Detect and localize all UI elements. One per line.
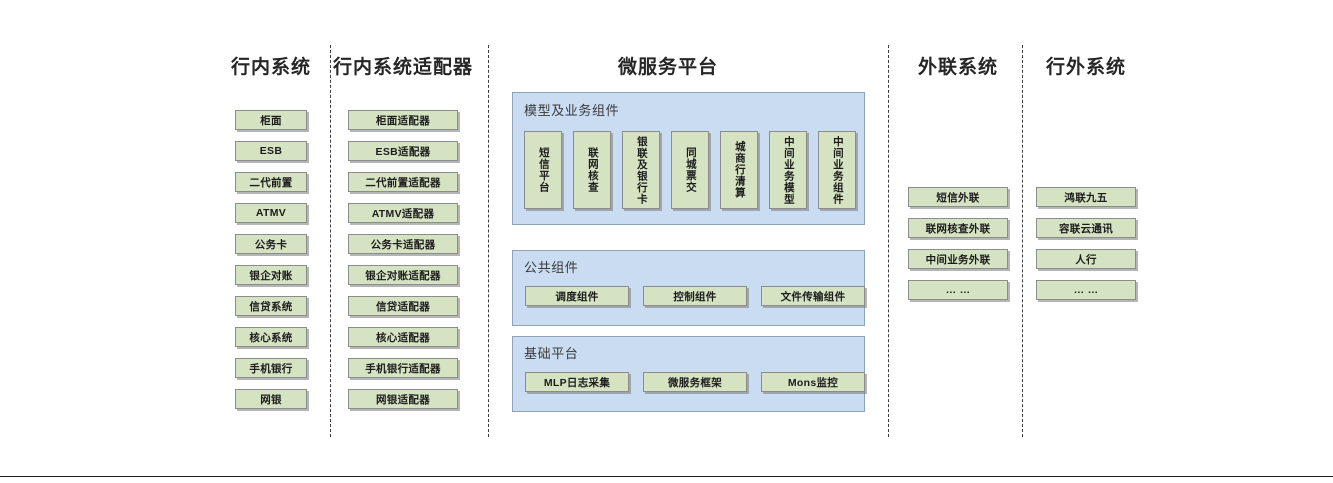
node-in-bank-systems-6[interactable]: 信贷系统 [235, 296, 307, 316]
node-in-bank-systems-2[interactable]: 二代前置 [235, 172, 307, 192]
node-public-components-1[interactable]: 控制组件 [643, 286, 747, 306]
column-title-in-bank-adapters: 行内系统适配器 [332, 57, 473, 78]
column-title-in-bank-systems: 行内系统 [230, 57, 311, 78]
bottom-divider [0, 476, 1333, 477]
node-base-platform-2[interactable]: Mons监控 [761, 372, 865, 392]
node-in-bank-adapters-6[interactable]: 信贷适配器 [348, 296, 458, 316]
node-model-business-components-1[interactable]: 联网核查 [573, 131, 611, 209]
node-model-business-components-3[interactable]: 同城票交 [671, 131, 709, 209]
node-external-link-systems-2[interactable]: 中间业务外联 [908, 249, 1008, 269]
node-in-bank-adapters-2[interactable]: 二代前置适配器 [348, 172, 458, 192]
column-divider-1 [330, 45, 331, 437]
node-in-bank-adapters-3[interactable]: ATMV适配器 [348, 203, 458, 223]
node-model-business-components-0[interactable]: 短信平台 [524, 131, 562, 209]
node-in-bank-systems-4[interactable]: 公务卡 [235, 234, 307, 254]
node-in-bank-systems-1[interactable]: ESB [235, 141, 307, 161]
node-in-bank-systems-0[interactable]: 柜面 [235, 110, 307, 130]
node-in-bank-systems-5[interactable]: 银企对账 [235, 265, 307, 285]
column-title-external-link-systems: 外联系统 [917, 57, 998, 78]
column-divider-2 [488, 45, 489, 437]
node-in-bank-adapters-1[interactable]: ESB适配器 [348, 141, 458, 161]
node-model-business-components-6[interactable]: 中间业务组件 [818, 131, 856, 209]
node-off-bank-systems-3[interactable]: … … [1036, 280, 1136, 300]
node-public-components-0[interactable]: 调度组件 [525, 286, 629, 306]
node-model-business-components-2[interactable]: 银联及银行卡 [622, 131, 660, 209]
node-in-bank-systems-3[interactable]: ATMV [235, 203, 307, 223]
node-external-link-systems-1[interactable]: 联网核查外联 [908, 218, 1008, 238]
panel-title-public-components: 公共组件 [524, 260, 579, 275]
node-in-bank-adapters-4[interactable]: 公务卡适配器 [348, 234, 458, 254]
node-in-bank-adapters-9[interactable]: 网银适配器 [348, 389, 458, 409]
node-external-link-systems-0[interactable]: 短信外联 [908, 187, 1008, 207]
node-off-bank-systems-2[interactable]: 人行 [1036, 249, 1136, 269]
node-model-business-components-4[interactable]: 城商行清算 [720, 131, 758, 209]
node-in-bank-adapters-8[interactable]: 手机银行适配器 [348, 358, 458, 378]
node-in-bank-systems-9[interactable]: 网银 [235, 389, 307, 409]
node-public-components-2[interactable]: 文件传输组件 [761, 286, 865, 306]
node-model-business-components-5[interactable]: 中间业务模型 [769, 131, 807, 209]
column-title-microservice-platform: 微服务平台 [617, 57, 718, 78]
column-title-off-bank-systems: 行外系统 [1045, 57, 1126, 78]
node-in-bank-systems-8[interactable]: 手机银行 [235, 358, 307, 378]
node-in-bank-adapters-5[interactable]: 银企对账适配器 [348, 265, 458, 285]
panel-title-base-platform: 基础平台 [524, 346, 579, 361]
node-base-platform-1[interactable]: 微服务框架 [643, 372, 747, 392]
node-in-bank-adapters-0[interactable]: 柜面适配器 [348, 110, 458, 130]
node-external-link-systems-3[interactable]: … … [908, 280, 1008, 300]
node-base-platform-0[interactable]: MLP日志采集 [525, 372, 629, 392]
column-divider-4 [1022, 45, 1023, 437]
column-divider-3 [888, 45, 889, 437]
node-off-bank-systems-1[interactable]: 容联云通讯 [1036, 218, 1136, 238]
node-in-bank-adapters-7[interactable]: 核心适配器 [348, 327, 458, 347]
node-off-bank-systems-0[interactable]: 鸿联九五 [1036, 187, 1136, 207]
panel-title-model-business-components: 模型及业务组件 [524, 103, 620, 118]
node-in-bank-systems-7[interactable]: 核心系统 [235, 327, 307, 347]
